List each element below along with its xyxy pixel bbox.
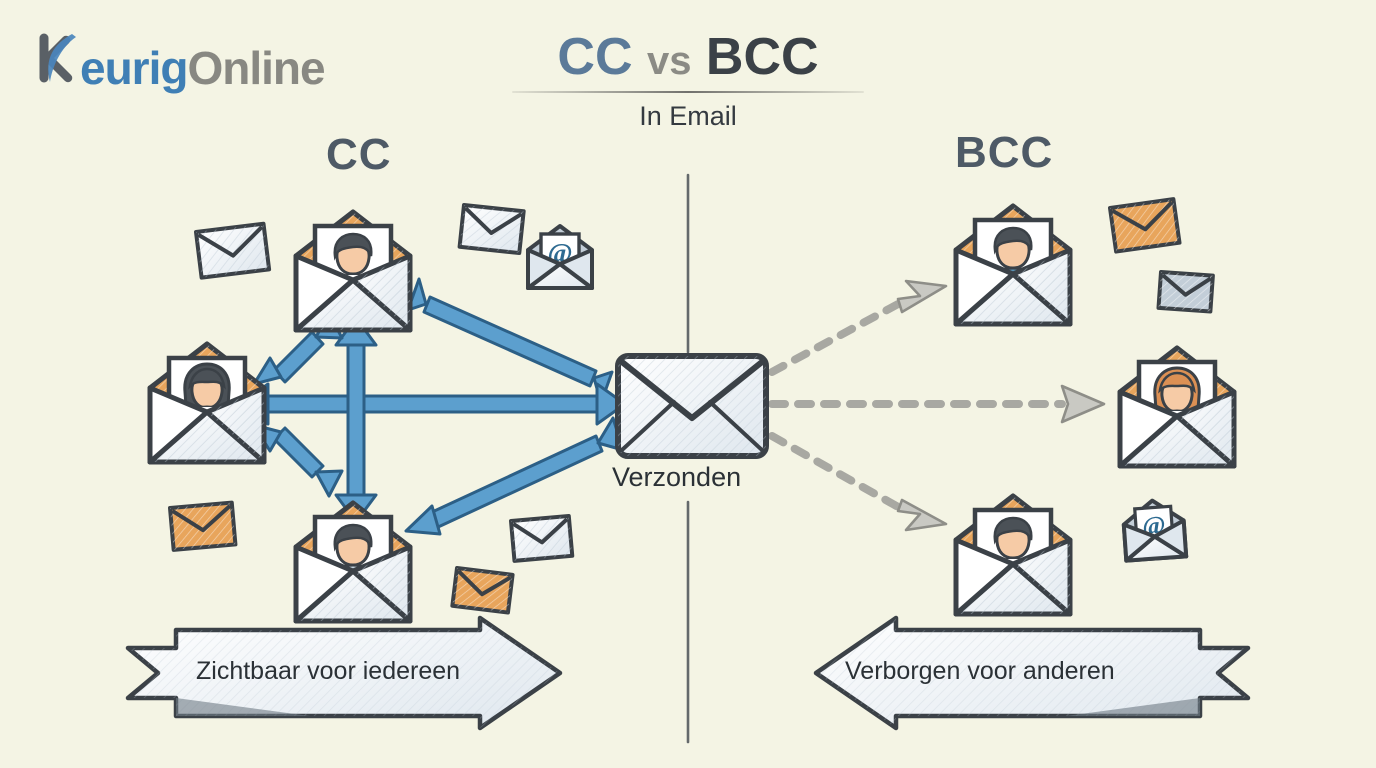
cc-recipient-bottom (293, 500, 413, 624)
banner-right (813, 615, 1251, 731)
banner-left (125, 615, 563, 731)
decor-envelope-left-orange (168, 500, 238, 552)
sent-envelope-label: Verzonden (612, 462, 742, 492)
logo-text-secondary: Online (187, 42, 325, 94)
decor-envelope-bcc-gray (1156, 270, 1215, 314)
bcc-recipient-top (953, 203, 1073, 327)
cc-arrow-top-to-bottom (334, 316, 378, 524)
bcc-recipient-middle (1117, 345, 1237, 469)
cc-recipient-left (147, 341, 267, 465)
title-vs: vs (646, 39, 692, 83)
logo-text-primary: eurig (80, 42, 188, 94)
cc-arrow-left-to-bottom (252, 423, 344, 498)
decor-envelope-left-top (194, 221, 272, 280)
cc-recipient-top (293, 209, 413, 333)
title-divider-rule (512, 90, 864, 93)
bcc-section-label: BCC (955, 128, 1054, 177)
decor-envelope-cc-bottom (508, 513, 575, 563)
bcc-arrow-to-top (768, 279, 948, 376)
decor-envelope-cc-bottom-orange (450, 566, 515, 615)
sent-envelope-icon (615, 353, 769, 459)
title-subtitle: In Email (639, 100, 737, 131)
cc-arrow-left-to-center (238, 382, 627, 426)
title-cc: CC (557, 28, 633, 86)
logo-swoosh-icon (39, 33, 76, 83)
cc-banner-label: Zichtbaar voor iedereen (196, 657, 461, 685)
cc-section-label: CC (326, 130, 392, 179)
decor-envelope-at-left: @ (526, 224, 594, 290)
title-bcc: BCC (705, 28, 819, 86)
decor-envelope-at-right: @ (1121, 498, 1189, 563)
bcc-arrow-group (768, 279, 1106, 532)
decor-envelope-bcc-orange (1108, 197, 1182, 254)
cc-arrow-bottom-to-center (404, 416, 625, 536)
decor-envelope-cc-right (457, 203, 526, 256)
bcc-banner-label: Verborgen voor anderen (845, 657, 1115, 685)
cc-arrow-top-to-center (406, 277, 614, 405)
page-title: CC vs BCC In Email (508, 30, 868, 132)
title-line: CC vs BCC (508, 30, 868, 85)
bcc-arrow-to-bottom (768, 432, 948, 532)
bcc-arrow-to-middle (768, 384, 1106, 424)
bcc-recipient-bottom (953, 493, 1073, 617)
